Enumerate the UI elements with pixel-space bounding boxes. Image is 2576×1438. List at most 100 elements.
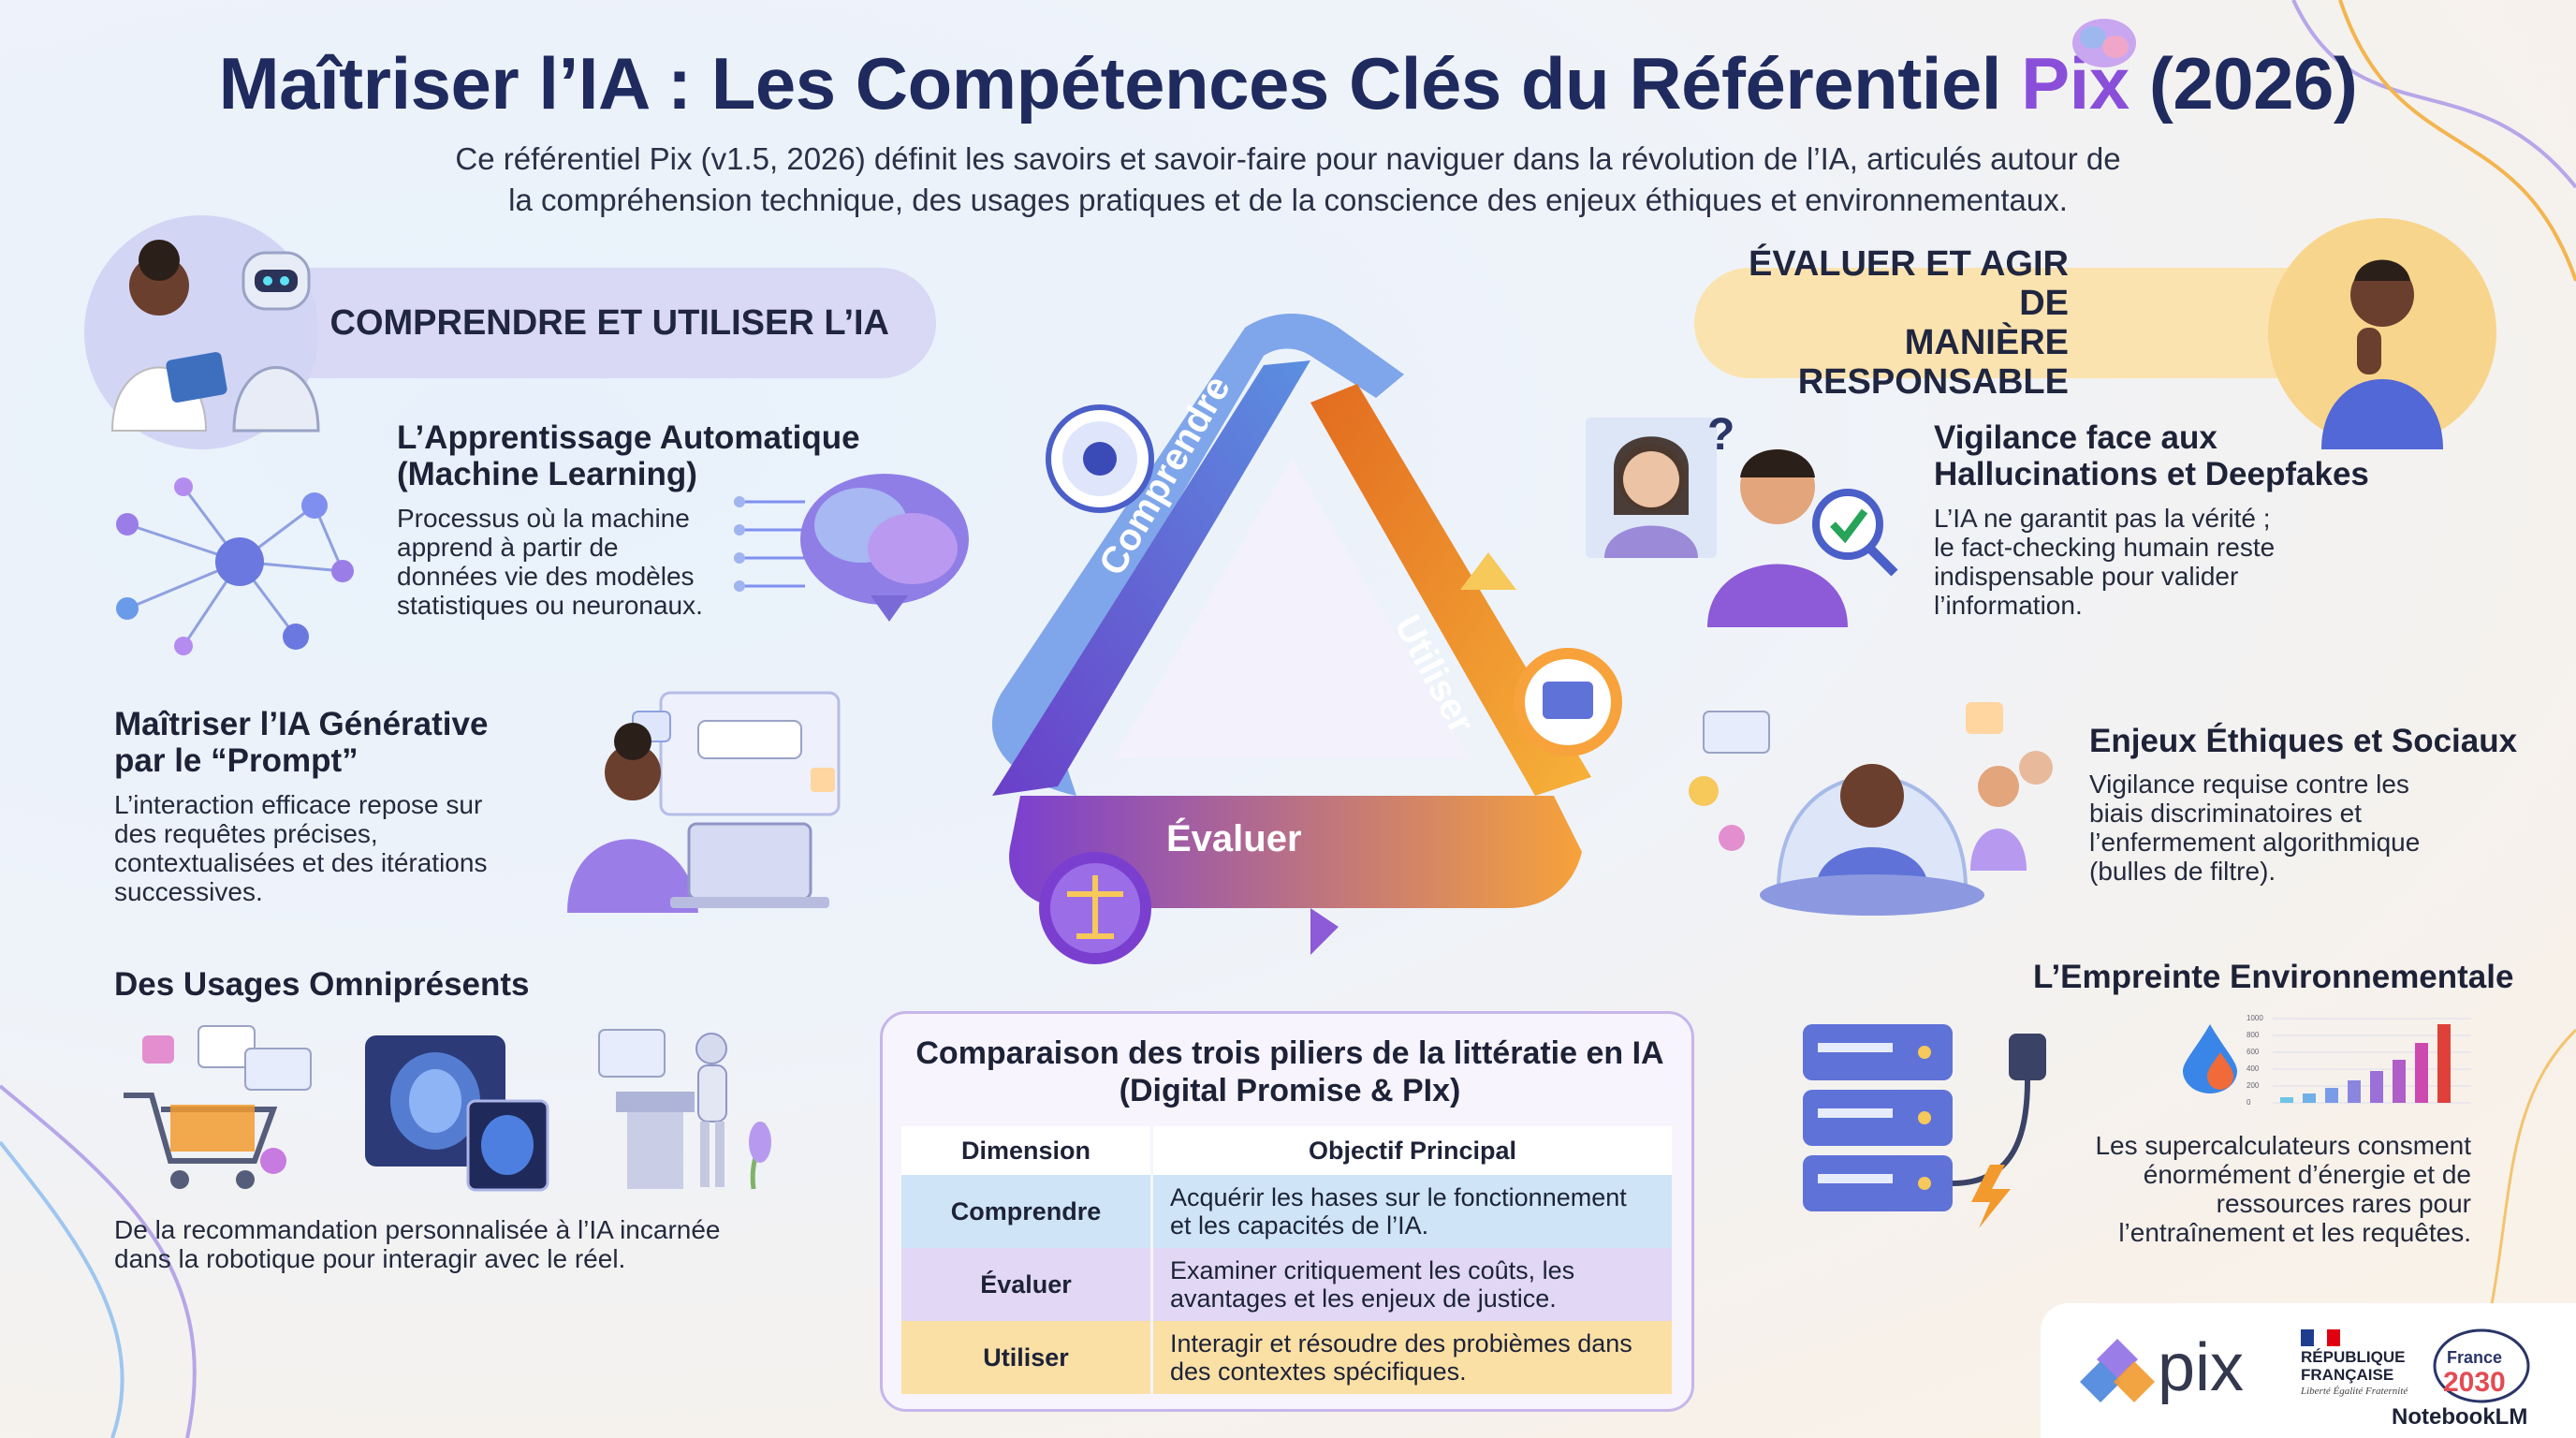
row-objective: Interagir et résoudre des probièmes dans… — [1151, 1321, 1675, 1394]
cycle-label-comprendre: Comprendre — [1091, 369, 1239, 582]
pill-left-label: COMPRENDRE ET UTILISER L’IA — [329, 302, 889, 343]
table-row: Utiliser Interagir et résoudre des probi… — [901, 1321, 1675, 1394]
row-objective-line-1: Examiner critiquement les coûts, les — [1170, 1256, 1575, 1284]
water-drop-icon — [2183, 1024, 2237, 1093]
cycle-label-evaluer: Évaluer — [1166, 818, 1302, 859]
chart-tick-400: 400 — [2247, 1064, 2260, 1073]
hallucinations-body-line-1: L’IA ne garantit pas la vérité ; — [1934, 504, 2271, 533]
filter-bubble-icon — [1689, 702, 2053, 916]
prompt-body-line-2: des requêtes précises, — [114, 819, 378, 848]
row-objective: Acquérir les hases sur le fonctionnement… — [1151, 1175, 1675, 1248]
title-pix: Pix — [2021, 42, 2130, 125]
brain-scan-icon — [365, 1035, 549, 1192]
competency-cycle-diagram — [991, 314, 1622, 964]
ml-body-line-2: apprend à partir de — [397, 533, 619, 562]
pill-right-line-2: MANIÈRE RESPONSABLE — [1797, 323, 2069, 402]
person-at-laptop-icon — [567, 691, 841, 913]
prompt-body-line-3: contextualisées et des itérations — [114, 848, 488, 877]
ml-title-line-2: (Machine Learning) — [397, 456, 697, 492]
table-title-line-2: (Digital Promise & PIx) — [1119, 1073, 1461, 1108]
prompt-title-line-1: Maîtriser l’IA Générative — [114, 706, 489, 742]
table-title: Comparaison des trois piliers de la litt… — [883, 1034, 1697, 1109]
row-objective-line-1: Acquérir les hases sur le fonctionnement — [1170, 1183, 1627, 1211]
chart-tick-200: 200 — [2247, 1081, 2260, 1090]
row-objective-line-2: avantages et les enjeux de justice. — [1170, 1284, 1557, 1313]
environment-body-line-2: énormément d’énergie et de — [2143, 1160, 2471, 1189]
hallucinations-body-line-4: l’information. — [1934, 591, 2083, 620]
ml-body-line-4: statistiques ou neuronaux. — [397, 591, 703, 620]
environment-body-line-4: l’entraînement et les requêtes. — [2118, 1218, 2471, 1247]
ml-title-line-1: L’Apprentissage Automatique — [397, 419, 860, 456]
title-year: (2026) — [2129, 42, 2358, 125]
server-plug-icon — [1803, 1024, 2046, 1228]
robot-kiosk-icon — [598, 1029, 771, 1190]
environment-title: L’Empreinte Environnementale — [2033, 959, 2514, 995]
usages-body: De la recommandation personnalisée à l’I… — [114, 1215, 721, 1273]
col-header-objective: Objectif Principal — [1151, 1126, 1675, 1175]
prompt-body-line-1: L’interaction efficace repose sur — [114, 790, 483, 819]
row-dimension: Évaluer — [901, 1248, 1153, 1321]
france-2030-year: 2030 — [2443, 1367, 2506, 1398]
hallucinations-body: L’IA ne garantit pas la vérité ; le fact… — [1934, 504, 2275, 620]
ethics-body-line-4: (bulles de filtre). — [2089, 857, 2276, 886]
shopping-cart-icon — [124, 1025, 312, 1189]
row-dimension: Comprendre — [901, 1175, 1153, 1248]
usages-body-line-1: De la recommandation personnalisée à l’I… — [114, 1215, 721, 1244]
pill-right-line-1: ÉVALUER ET AGIR DE — [1748, 244, 2069, 323]
ethics-body-line-1: Vigilance requise contre les — [2089, 770, 2409, 799]
chart-tick-600: 600 — [2247, 1048, 2260, 1056]
table-row: Comprendre Acquérir les hases sur le fon… — [901, 1175, 1675, 1248]
ethics-body-line-3: l’enfermement algorithmique — [2089, 828, 2421, 857]
rf-motto: Liberté Égalité Fraternité — [2301, 1386, 2408, 1397]
rf-line-2: FRANÇAISE — [2301, 1366, 2394, 1384]
prompt-title-line-2: par le “Prompt” — [114, 742, 359, 779]
neural-network-icon — [116, 477, 354, 655]
ethics-title: Enjeux Éthiques et Sociaux — [2089, 723, 2518, 759]
pix-logo-text: pix — [2158, 1330, 2245, 1405]
ethics-body-line-2: biais discriminatoires et — [2089, 799, 2362, 828]
svg-text:?: ? — [1707, 412, 1734, 460]
hallucinations-title-line-2: Hallucinations et Deepfakes — [1934, 456, 2369, 492]
chart-tick-0: 0 — [2247, 1098, 2251, 1107]
hallucinations-body-line-3: indispensable pour valider — [1934, 562, 2239, 591]
intro-line-2: la compréhension technique, des usages p… — [508, 183, 2068, 217]
ml-body: Processus où la machine apprend à partir… — [397, 504, 703, 620]
intro-text: Ce référentiel Pix (v1.5, 2026) définit … — [393, 139, 2183, 221]
cycle-label-utiliser: Utiliser — [1386, 609, 1483, 741]
ml-title: L’Apprentissage Automatique(Machine Lear… — [397, 419, 860, 492]
france-2030-label: France — [2447, 1348, 2503, 1367]
energy-bar-chart: 1000 800 600 400 200 0 — [2247, 1014, 2471, 1107]
comparison-table: Dimension Objectif Principal Comprendre … — [901, 1126, 1675, 1394]
ml-body-line-1: Processus où la machine — [397, 504, 690, 533]
rf-line-1: RÉPUBLIQUE — [2301, 1348, 2406, 1366]
pill-comprendre-utiliser: COMPRENDRE ET UTILISER L’IA — [187, 268, 936, 378]
environment-body: Les supercalculateurs consment énormémen… — [2031, 1131, 2471, 1247]
intro-line-1: Ce référentiel Pix (v1.5, 2026) définit … — [455, 141, 2121, 176]
usages-body-line-2: dans la robotique pour interagir avec le… — [114, 1244, 626, 1273]
title-main: Maîtriser l’IA : Les Compétences Clés du… — [218, 42, 2022, 125]
table-header-row: Dimension Objectif Principal — [901, 1126, 1675, 1175]
col-header-dimension: Dimension — [901, 1126, 1153, 1175]
row-objective-line-1: Interagir et résoudre des probièmes dans — [1170, 1329, 1632, 1357]
row-dimension: Utiliser — [901, 1321, 1153, 1394]
page-title: Maîtriser l’IA : Les Compétences Clés du… — [0, 41, 2576, 126]
deepfake-faces-icon: ? — [1586, 412, 1898, 627]
prompt-body: L’interaction efficace repose sur des re… — [114, 790, 487, 906]
notebooklm-watermark: NotebookLM — [2392, 1404, 2528, 1430]
comparison-table-card: Comparaison des trois piliers de la litt… — [880, 1011, 1694, 1412]
ethics-body: Vigilance requise contre les biais discr… — [2089, 770, 2420, 886]
row-objective-line-2: et les capacités de l’IA. — [1170, 1211, 1429, 1240]
chart-tick-800: 800 — [2247, 1031, 2260, 1039]
table-row: Évaluer Examiner critiquement les coûts,… — [901, 1248, 1675, 1321]
hallucinations-title-line-1: Vigilance face aux — [1934, 419, 2217, 456]
environment-body-line-1: Les supercalculateurs consment — [2095, 1131, 2471, 1160]
usages-title: Des Usages Omniprésents — [114, 966, 530, 1003]
chart-tick-1000: 1000 — [2247, 1014, 2263, 1022]
prompt-body-line-4: successives. — [114, 877, 263, 906]
table-title-line-1: Comparaison des trois piliers de la litt… — [915, 1035, 1664, 1071]
